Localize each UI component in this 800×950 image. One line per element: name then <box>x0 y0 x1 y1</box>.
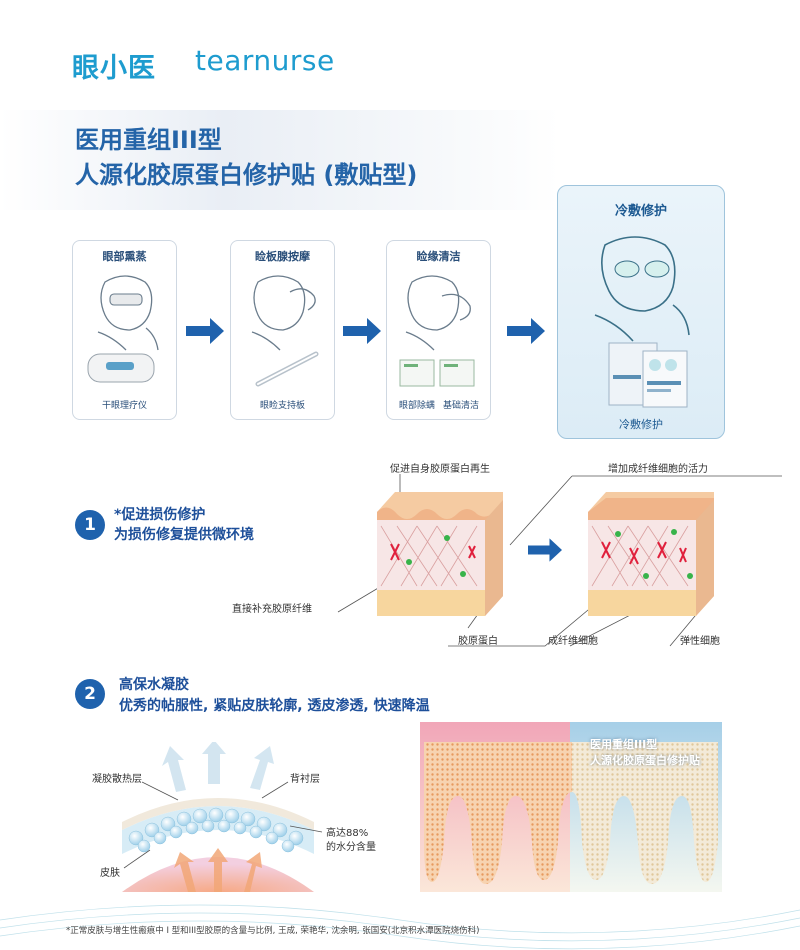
steam-illustration <box>87 275 159 383</box>
hydrogel-layer-illustration <box>122 742 314 892</box>
label-collagen: 胶原蛋白 <box>458 636 498 647</box>
section2-heading: 高保水凝胶 <box>119 677 189 693</box>
skin-after-illustration <box>588 492 714 616</box>
label-skin: 皮肤 <box>100 868 120 879</box>
step-title: 眼部熏蒸 <box>102 250 147 263</box>
skin-before-illustration <box>377 492 503 616</box>
label-backing-layer: 背衬层 <box>290 774 320 785</box>
step-caption: 干眼理疗仪 <box>101 401 147 411</box>
label-fibroblast: 成纤维细胞 <box>548 636 598 647</box>
label-direct-collagen: 直接补充胶原纤维 <box>232 604 312 615</box>
arrow-right-icon <box>186 318 224 344</box>
section-number-badge: 1 <box>75 510 105 540</box>
brand-logo-en: tearnurse <box>195 44 335 77</box>
comparison-label-line1: 医用重组III型 <box>590 738 658 751</box>
step-title: 冷敷修护 <box>614 204 667 219</box>
step-caption: 眼睑支持板 <box>259 401 305 411</box>
cleaning-illustration <box>399 275 475 387</box>
massage-illustration <box>251 275 319 387</box>
footnote-reference: *正常皮肤与增生性瘢痕中 I 型和III型胶原的含量与比例, 王成, 荣艳华, … <box>66 926 480 936</box>
page-title-line1: 医用重组III型 <box>75 126 222 154</box>
arrow-right-icon <box>507 318 545 344</box>
cold-compress-illustration <box>594 236 690 408</box>
label-water-content-l2: 的水分含量 <box>326 842 376 853</box>
section-number-badge: 2 <box>75 679 105 709</box>
section1-heading: *促进损伤修护 <box>114 507 206 523</box>
section1-subheading: 为损伤修复提供微环境 <box>114 527 254 543</box>
skin-comparison-image <box>420 722 722 892</box>
brand-logo-cn: 眼小医 <box>72 53 156 84</box>
title-band <box>0 110 560 210</box>
label-gel-layer: 凝胶散热层 <box>92 774 142 785</box>
label-elastic-cell: 弹性细胞 <box>680 636 720 647</box>
step-title: 睑缘清洁 <box>416 250 461 263</box>
step-title: 睑板腺按摩 <box>255 250 310 263</box>
section2-subheading: 优秀的帖服性, 紧贴皮肤轮廓, 透皮渗透, 快速降温 <box>119 698 430 714</box>
step-caption: 眼部除螨 <box>398 401 435 411</box>
step-caption: 冷敷修护 <box>619 418 663 431</box>
label-promote-collagen: 促进自身胶原蛋白再生 <box>390 464 490 475</box>
decorative-wave-lines <box>0 904 800 950</box>
arrow-right-icon <box>528 538 562 562</box>
comparison-label-line2: 人源化胶原蛋白修护贴 <box>590 754 700 767</box>
step-caption: 基础清洁 <box>442 401 479 411</box>
label-water-content-l1: 高达88% <box>326 828 369 839</box>
label-fibroblast-vitality: 增加成纤维细胞的活力 <box>608 464 708 475</box>
page-title-line2: 人源化胶原蛋白修护贴 (敷贴型) <box>75 161 418 189</box>
arrow-right-icon <box>343 318 381 344</box>
